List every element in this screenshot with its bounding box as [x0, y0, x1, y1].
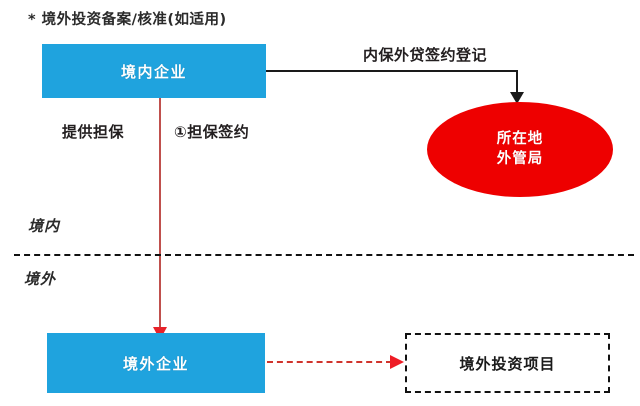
region-label-offshore: 境外 [24, 270, 57, 288]
region-label-onshore: 境内 [28, 217, 61, 235]
node-overseas-project[interactable]: 境外投资项目 [405, 333, 610, 393]
footnote-label: * 境外投资备案/核准(如适用) [28, 12, 227, 28]
edge-label-registration: 内保外贷签约登记 [363, 46, 488, 64]
connector-vertical-registration [516, 70, 518, 94]
border-divider-dashed [14, 254, 634, 256]
connector-investment-dashed [267, 361, 392, 363]
edge-label-provide-guarantee: 提供担保 [62, 123, 125, 141]
node-domestic-enterprise[interactable]: 境内企业 [42, 44, 266, 98]
node-safe-bureau-label-line2: 外管局 [496, 150, 544, 167]
arrowhead-right-red-icon [390, 355, 404, 369]
node-domestic-enterprise-label: 境内企业 [120, 62, 187, 81]
node-overseas-enterprise-label: 境外企业 [122, 354, 189, 373]
node-overseas-enterprise[interactable]: 境外企业 [47, 333, 265, 393]
node-safe-bureau[interactable]: 所在地 外管局 [427, 102, 613, 197]
connector-guarantee-line [159, 98, 161, 335]
node-overseas-project-label: 境外投资项目 [459, 354, 556, 373]
connector-horizontal-registration [266, 70, 518, 72]
node-safe-bureau-label-line1: 所在地 [496, 130, 544, 147]
arrowhead-down-icon [510, 92, 524, 104]
edge-label-guarantee-signing: ①担保签约 [174, 123, 250, 141]
